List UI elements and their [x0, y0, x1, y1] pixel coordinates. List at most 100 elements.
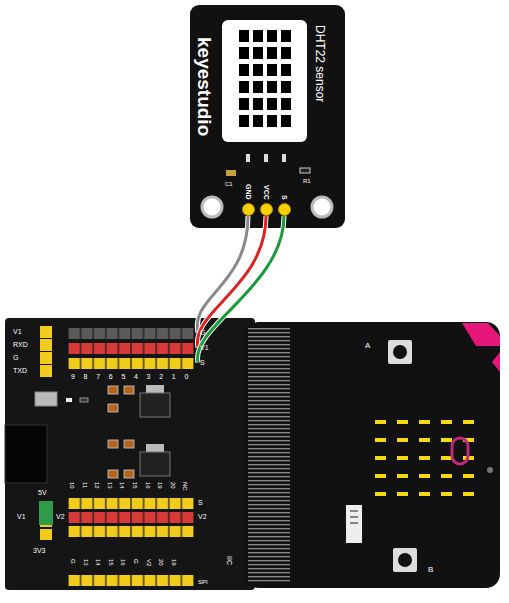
drawing-part [248, 328, 290, 583]
drawing-part [108, 440, 118, 448]
drawing-part [202, 197, 222, 217]
drawing-part [346, 505, 362, 543]
board-label: 8 [84, 373, 88, 380]
drawing-part [108, 386, 118, 394]
pin-pad: S [277, 195, 291, 216]
solder-pad [260, 203, 273, 216]
header-row-label: G [198, 327, 207, 338]
drawing-part [375, 420, 485, 510]
board-label: RXD [13, 341, 28, 348]
board-label: 4 [134, 373, 138, 380]
drawing-part [40, 326, 52, 338]
drawing-part [5, 318, 255, 590]
drawing-part [39, 501, 53, 525]
drawing-part [124, 440, 134, 448]
board-label: 13 [107, 482, 113, 489]
drawing-part [350, 522, 358, 524]
drawing-part [68, 498, 194, 509]
board-label: V1 [13, 328, 22, 335]
drawing-part [312, 197, 332, 217]
shield-board [5, 318, 255, 590]
pin-label: GND [245, 184, 252, 200]
board-label: 6 [109, 373, 113, 380]
board-label: G [13, 354, 18, 361]
drawing-part [393, 345, 407, 359]
drawing-part [124, 386, 134, 394]
sensor-module: keyestudio DHT22 sensorGND VCC S [190, 5, 345, 227]
board-label: 3 [147, 373, 151, 380]
board-label: IIC [226, 556, 233, 565]
pin-pad: VCC [259, 185, 273, 216]
pin-pad: GND [241, 184, 255, 216]
drawing-part [140, 393, 170, 417]
board-label: 2 [159, 373, 163, 380]
board-label: V2 [146, 559, 152, 566]
header-row-label: V1 [198, 342, 211, 353]
drawing-part [68, 328, 194, 339]
row-label: V1 [200, 344, 209, 351]
drawing-part [222, 20, 307, 142]
brand-name: keyestudio [195, 37, 214, 136]
drawing-part [68, 512, 194, 523]
drawing-part [35, 392, 57, 406]
sensor-board [190, 5, 345, 228]
pin-label: S [281, 195, 288, 200]
drawing-part [68, 526, 194, 537]
board-label: S [198, 499, 203, 506]
microbit [245, 322, 500, 588]
drawing-part [393, 548, 417, 572]
drawing-part [40, 339, 52, 351]
board-label: 20 [158, 559, 164, 566]
board-label: 0 [184, 373, 188, 380]
drawing-part [246, 154, 250, 162]
drawing-part [350, 510, 358, 512]
board-label: 13 [83, 559, 89, 566]
module-name: DHT22 sensor [314, 25, 326, 102]
drawing-part [388, 340, 412, 364]
drawing-part [190, 5, 345, 228]
board-label: 19 [157, 482, 163, 489]
drawing-part [146, 385, 164, 393]
board-label: 3V3 [33, 547, 45, 554]
drawing-part [487, 467, 493, 473]
board-label: 1 [172, 373, 176, 380]
drawing-part [492, 352, 500, 372]
jumper-wire [198, 216, 284, 363]
drawing-part [452, 438, 468, 464]
drawing-part [68, 575, 194, 586]
board-label: A [365, 342, 370, 350]
row-label: G [200, 329, 205, 336]
drawing-part [66, 398, 72, 402]
board-label: 19 [171, 559, 177, 566]
drawing-part [140, 452, 170, 476]
board-label: G [70, 559, 76, 564]
board-label: 7 [96, 373, 100, 380]
board-label: 10 [69, 482, 75, 489]
drawing-part [282, 154, 286, 162]
board-label: 11 [82, 482, 88, 488]
row-label: S [200, 359, 205, 366]
board-label: 14 [119, 482, 125, 489]
board-label: SPI [198, 579, 208, 585]
board-label: 5 [121, 373, 125, 380]
drawing-part [146, 444, 164, 452]
wire [198, 216, 284, 363]
board-label: 16 [145, 482, 151, 489]
board-label: 16 [120, 559, 126, 566]
drawing-part [264, 154, 268, 162]
board-label: NC [182, 482, 188, 491]
board-label: 20 [170, 482, 176, 489]
drawing-part [124, 470, 134, 478]
drawing-part [40, 529, 52, 540]
board-label: V2 [56, 513, 65, 520]
drawing-part [226, 170, 236, 176]
drawing-part [80, 398, 88, 402]
board-label: V2 [198, 513, 207, 520]
drawing-part [108, 470, 118, 478]
board-label: 15 [108, 559, 114, 566]
wire-outline [198, 216, 284, 363]
board-label: 9 [71, 373, 75, 380]
